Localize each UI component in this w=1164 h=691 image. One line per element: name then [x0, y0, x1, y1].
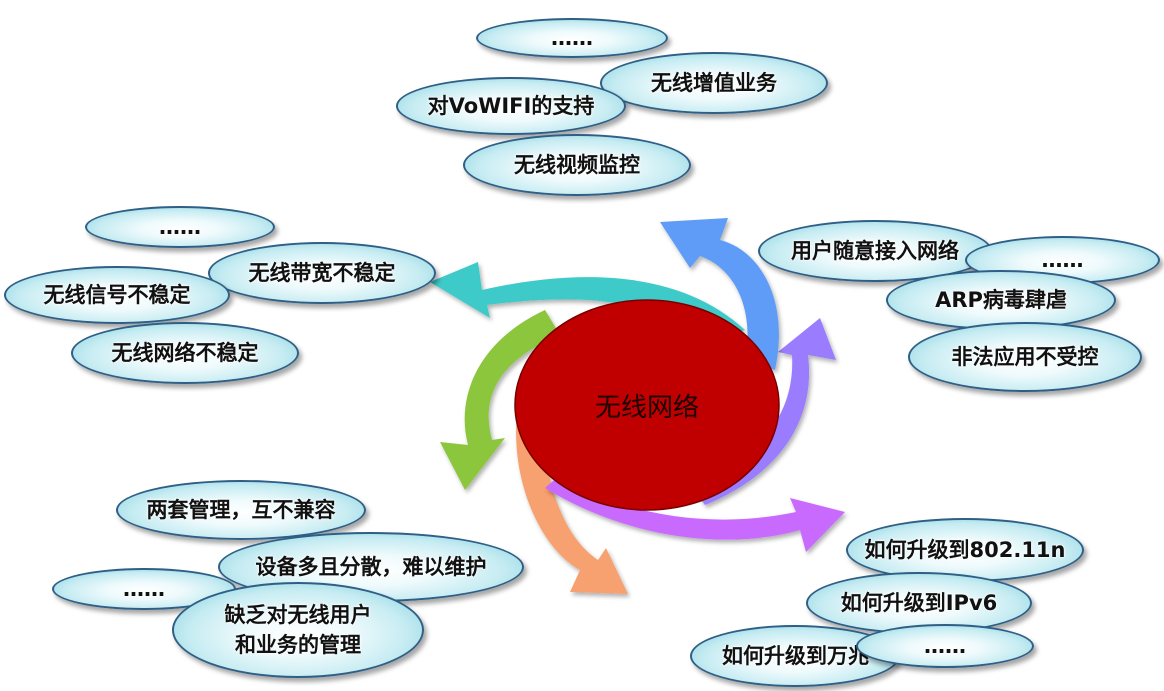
bubble-text: 无线网络不稳定: [111, 340, 259, 365]
bubble-text: ……: [924, 633, 966, 658]
bubble-text: ……: [159, 214, 201, 239]
bubble-text: 用户随意接入网络: [791, 238, 959, 263]
arrow-green: [440, 310, 560, 490]
bubble-text: 如何升级到万兆: [722, 643, 869, 668]
bubble-text-block: 缺乏对无线用户 和业务的管理: [225, 600, 372, 661]
bubble-text: ……: [123, 576, 165, 601]
bubble-video-surveillance: 无线视频监控: [463, 134, 691, 196]
bubble-two-management-systems: 两套管理，互不兼容: [116, 480, 366, 540]
bubble-text: 对VoWIFI的支持: [427, 93, 595, 118]
bubble-text: 无线带宽不稳定: [248, 260, 396, 285]
bubble-text: ARP病毒肆虐: [935, 287, 1067, 312]
bubble-text: ……: [551, 25, 593, 50]
bubble-text: 两套管理，互不兼容: [146, 497, 336, 522]
bubble-text: 设备多且分散，难以维护: [255, 554, 487, 579]
bubble-arp-virus: ARP病毒肆虐: [886, 270, 1116, 330]
bubble-unstable-network: 无线网络不稳定: [71, 322, 299, 384]
bubble-top-ellipsis: ……: [476, 18, 668, 58]
bubble-unstable-signal: 无线信号不稳定: [4, 266, 230, 324]
arrow-violet: [690, 318, 836, 505]
bubble-text: 非法应用不受控: [951, 344, 1099, 369]
bubble-text: ……: [1041, 247, 1084, 272]
center-label: 无线网络: [594, 392, 699, 423]
arrow-blue: [660, 218, 779, 370]
bubble-text-line-1: 缺乏对无线用户: [224, 602, 372, 627]
bubble-text-line-2: 和业务的管理: [235, 633, 361, 657]
bubble-text: 无线增值业务: [651, 70, 777, 95]
bubble-bottom-right-ellipsis: ……: [856, 624, 1034, 668]
bubble-text: 无线视频监控: [514, 152, 640, 177]
bubble-upgrade-ipv6: 如何升级到IPv6: [806, 572, 1032, 634]
bubble-text: 如何升级到IPv6: [840, 590, 998, 615]
bubble-unstable-bandwidth: 无线带宽不稳定: [208, 242, 436, 304]
bubble-vowifi-support: 对VoWIFI的支持: [396, 77, 626, 135]
center-ellipse: [514, 299, 780, 511]
bubble-left-ellipsis: ……: [85, 206, 275, 248]
bubble-text: 无线信号不稳定: [43, 282, 191, 307]
arrow-purple: [545, 475, 845, 552]
bubble-upgrade-80211n: 如何升级到802.11n: [846, 518, 1084, 582]
bubble-text: 如何升级到802.11n: [864, 537, 1066, 562]
bubble-uncontrolled-apps: 非法应用不受控: [908, 322, 1142, 392]
bubble-lack-of-management: 缺乏对无线用户 和业务的管理: [172, 582, 424, 678]
bubble-value-added-services: 无线增值业务: [600, 52, 828, 114]
